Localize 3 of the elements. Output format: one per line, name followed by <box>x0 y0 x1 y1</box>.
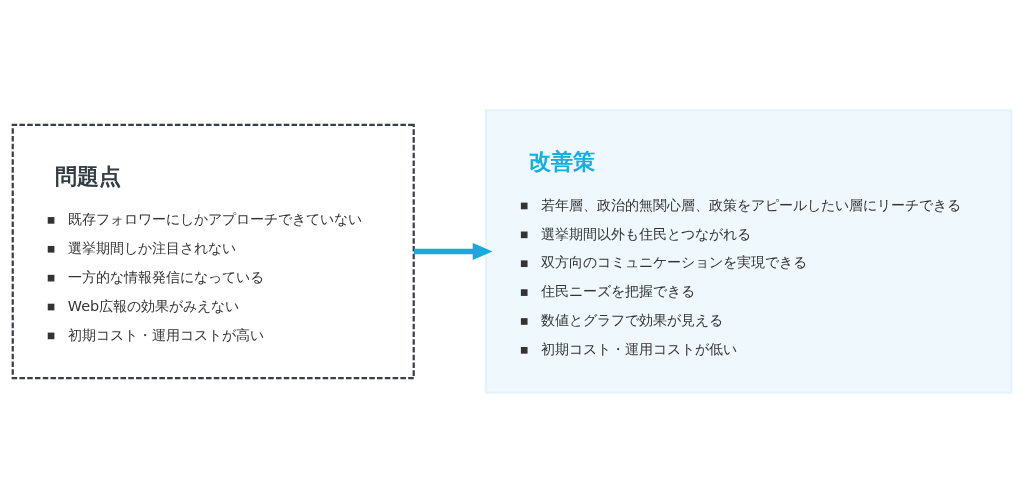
arrow <box>414 242 493 260</box>
node-box: 問題点 既存フォロワーにしかアプローチできていない 選挙期間しか注目されない 一方的な情報発信になっている Web広報の効果がみえない 初期コスト・運用コストが高い <box>11 123 415 379</box>
node-box: 改善策 若年層、政治的無関心層、政策をアピールしたい層にリーチできる 選挙期間以外も住民とつながれる 双方向のコミュニケーションを実現できる 住民ニーズを把握できる 数値とグラフで効果が見える 初期コスト・運用コストが低い <box>484 108 1013 394</box>
